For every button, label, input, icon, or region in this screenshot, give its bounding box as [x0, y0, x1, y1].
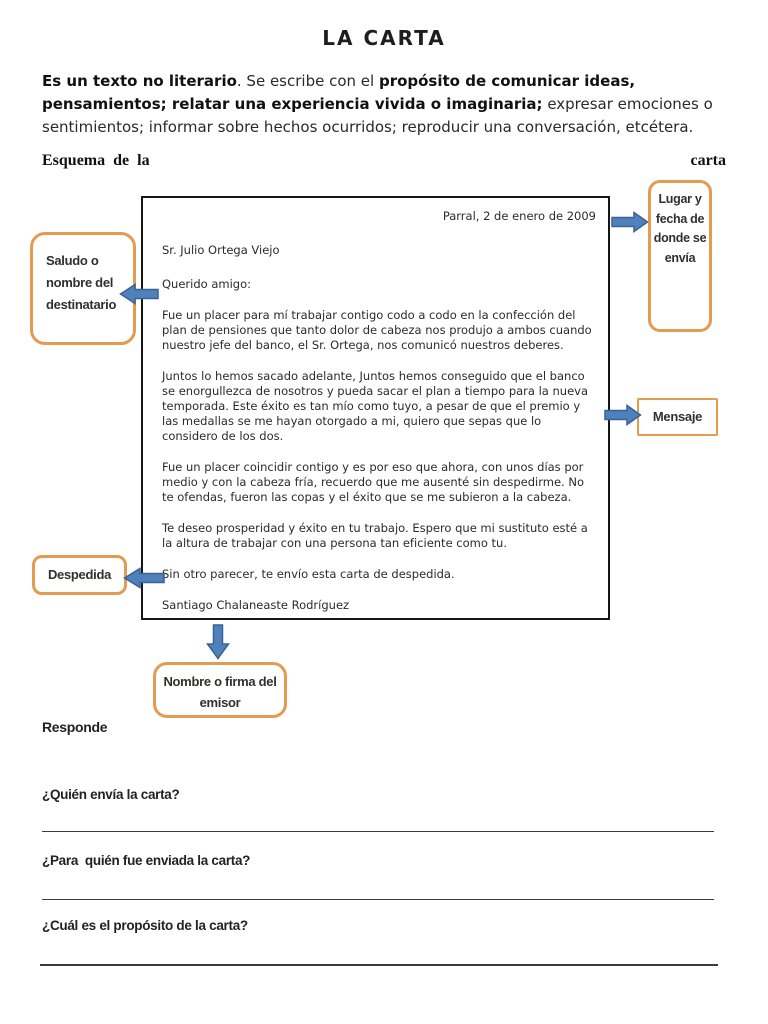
letter-example-box: Parral, 2 de enero de 2009 Sr. Julio Ort…: [141, 196, 610, 620]
answer-line: [40, 964, 718, 966]
letter-recipient: Sr. Julio Ortega Viejo: [162, 243, 280, 257]
page-title: LA CARTA: [322, 26, 446, 50]
letter-date: Parral, 2 de enero de 2009: [442, 209, 596, 223]
schema-heading-left: Esquema de la: [42, 152, 150, 169]
schema-heading-right: carta: [690, 152, 726, 169]
callout-mensaje: Mensaje: [637, 398, 718, 436]
letter-paragraph: Fue un placer coincidir contigo y es por…: [162, 460, 584, 504]
arrow-left-icon: [119, 283, 159, 305]
question-para-quien: ¿Para quién fue enviada la carta?: [42, 853, 251, 868]
intro-regular-2: expresar emociones o sentimientos; infor…: [42, 94, 713, 136]
letter-salutation: Querido amigo:: [162, 277, 251, 291]
arrow-right-icon: [611, 211, 649, 233]
arrow-right-icon: [604, 404, 642, 426]
callout-nombre-firma-emisor: Nombre o firma del emisor: [153, 662, 287, 718]
question-quien-envia: ¿Quién envía la carta?: [42, 787, 180, 802]
callout-despedida: Despedida: [32, 555, 127, 595]
intro-paragraph: Es un texto no literario. Se escribe con…: [42, 70, 736, 139]
question-proposito: ¿Cuál es el propósito de la carta?: [42, 918, 248, 933]
letter-paragraph: Juntos lo hemos sacado adelante, Juntos …: [162, 369, 588, 443]
arrow-down-icon: [206, 624, 230, 660]
intro-bold-2: propósito de comunicar ideas, pensamient…: [42, 72, 636, 113]
intro-regular-1: . Se escribe con el: [236, 72, 379, 90]
letter-paragraph: Te deseo prosperidad y éxito en tu traba…: [162, 521, 588, 550]
answer-line: ________________________________________…: [42, 886, 714, 901]
responde-heading: Responde: [42, 719, 108, 735]
intro-bold-1: Es un texto no literario: [42, 72, 237, 90]
letter-farewell: Sin otro parecer, te envío esta carta de…: [162, 567, 455, 581]
callout-lugar-fecha: Lugar y fecha de donde se envía: [648, 180, 712, 332]
letter-signature: Santiago Chalaneaste Rodríguez: [162, 598, 350, 612]
arrow-left-icon: [123, 567, 165, 589]
letter-paragraph: Fue un placer para mí trabajar contigo c…: [162, 308, 592, 352]
schema-heading: Esquema de la carta: [42, 152, 726, 170]
answer-line: ________________________________________…: [42, 818, 714, 833]
